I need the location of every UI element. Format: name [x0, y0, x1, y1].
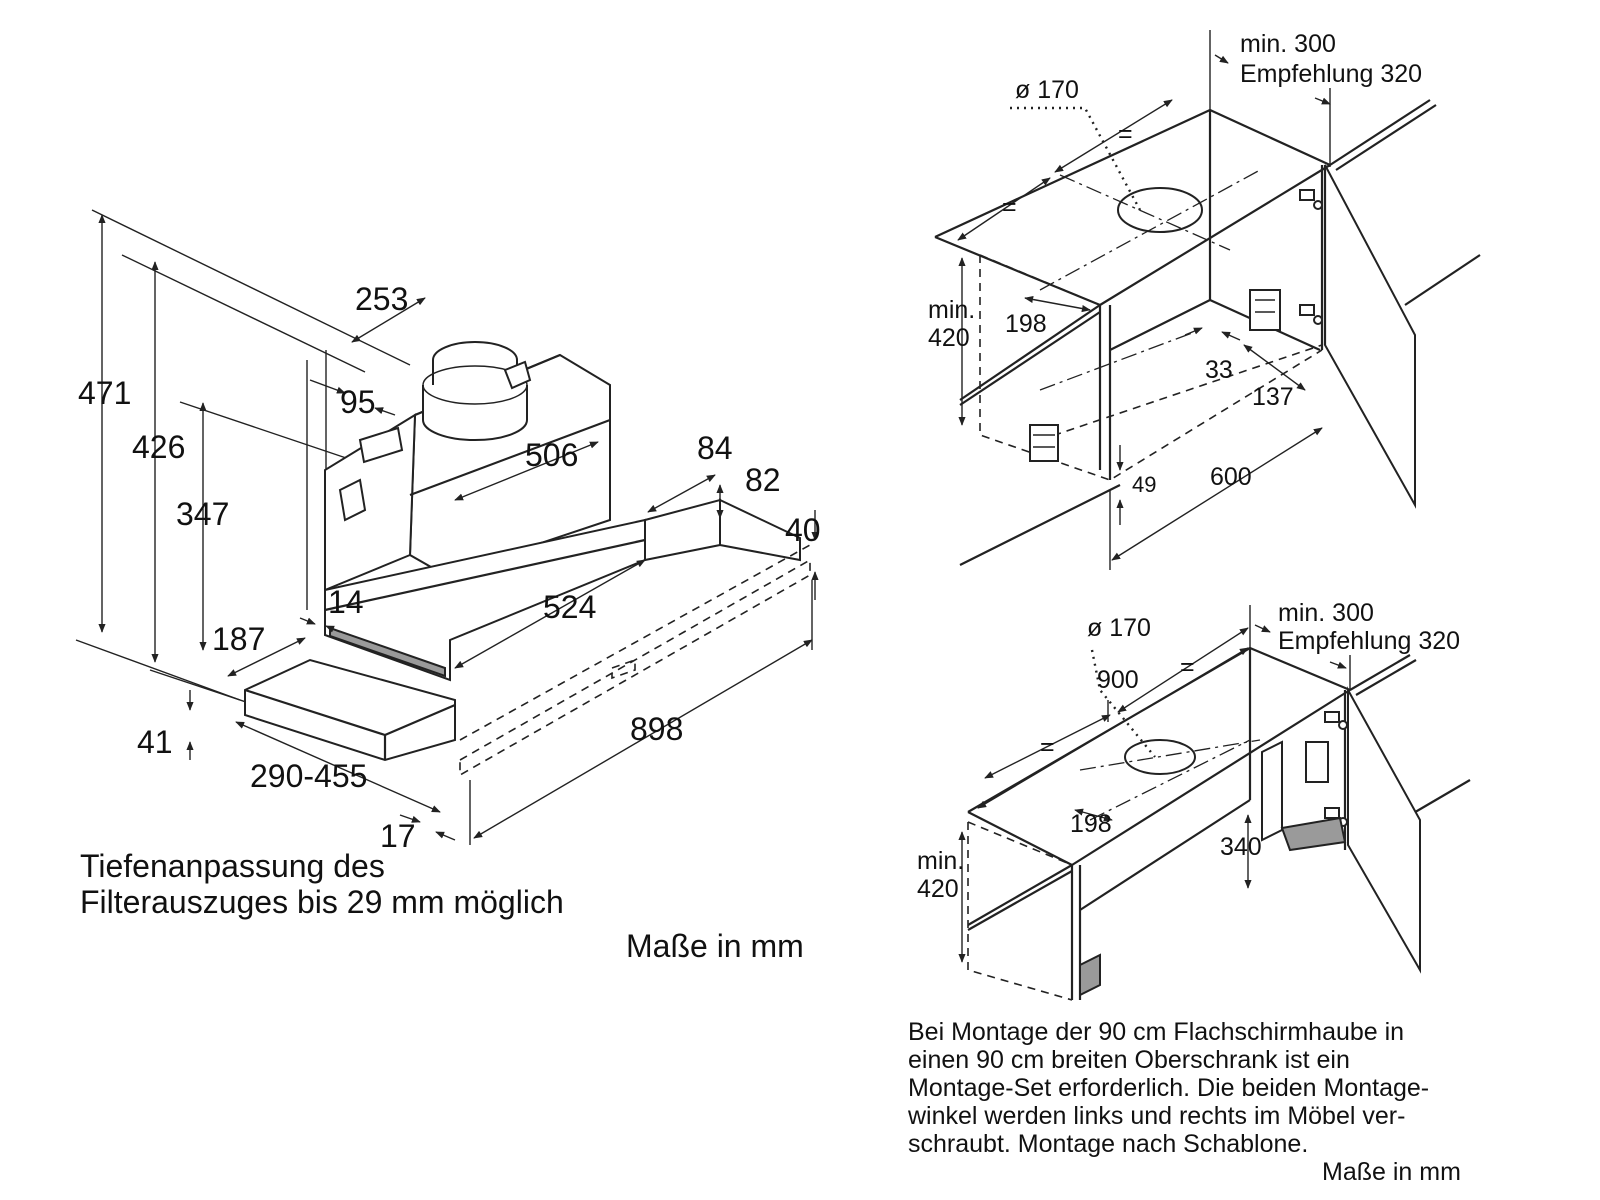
dim-426: 426 — [132, 429, 185, 465]
depth-adjustment-note: Tiefenanpassung des Filterauszuges bis 2… — [80, 848, 564, 920]
dim-347: 347 — [176, 496, 229, 532]
note-line: schraubt. Montage nach Schablone. — [908, 1130, 1309, 1158]
top-equal-2: = — [1002, 193, 1017, 221]
cabinet-door-90 — [1347, 686, 1421, 974]
note-line: winkel werden links und rechts im Möbel … — [908, 1102, 1406, 1130]
bottom-equal-1: = — [1180, 653, 1195, 681]
dim-84: 84 — [697, 430, 733, 466]
dim-17: 17 — [380, 818, 416, 854]
note-line: Filterauszuges bis 29 mm möglich — [80, 884, 564, 920]
dim-253: 253 — [355, 281, 408, 317]
top-dim-198: 198 — [1005, 310, 1047, 338]
dim-506: 506 — [525, 437, 578, 473]
bottom-diameter: ø 170 — [1087, 614, 1151, 642]
top-diameter: ø 170 — [1015, 76, 1079, 104]
units-label-right: Maße in mm — [1322, 1158, 1461, 1186]
note-line: Tiefenanpassung des — [80, 848, 385, 884]
note-line: Montage-Set erforderlich. Die beiden Mon… — [908, 1074, 1430, 1102]
pull-out-front-plate — [244, 658, 456, 762]
hood-isometric-view: 471 426 347 253 95 506 84 82 40 524 14 1… — [75, 209, 821, 854]
top-min-label: min. — [928, 296, 975, 324]
top-dim-49: 49 — [1132, 472, 1156, 497]
dim-40: 40 — [785, 512, 821, 548]
dim-187: 187 — [212, 621, 265, 657]
bottom-dim-198: 198 — [1070, 810, 1112, 838]
top-dim-33: 33 — [1205, 356, 1233, 384]
bottom-min-420: 420 — [917, 875, 959, 903]
bottom-min-300: min. 300 — [1278, 599, 1374, 627]
dim-524: 524 — [543, 589, 596, 625]
top-min-300: min. 300 — [1240, 30, 1336, 58]
dim-14: 14 — [328, 584, 364, 620]
top-empfehlung: Empfehlung 320 — [1240, 60, 1422, 88]
bottom-dim-900: 900 — [1097, 666, 1139, 694]
mounting-set-note: Bei Montage der 90 cm Flachschirmhaube i… — [908, 1018, 1568, 1158]
units-label: Maße in mm — [626, 928, 804, 964]
cabinet-door — [1324, 164, 1416, 509]
dim-41: 41 — [137, 724, 173, 760]
dim-82: 82 — [745, 462, 781, 498]
dim-471: 471 — [78, 375, 131, 411]
cabinet-view-90cm: min. 300 Empfehlung 320 ø 170 900 = = 19… — [917, 599, 1471, 1001]
bottom-dim-340: 340 — [1220, 833, 1262, 861]
dim-95: 95 — [340, 384, 376, 420]
note-line: Bei Montage der 90 cm Flachschirmhaube i… — [908, 1018, 1405, 1046]
dim-898: 898 — [630, 711, 683, 747]
note-line: einen 90 cm breiten Oberschrank ist ein — [908, 1046, 1350, 1074]
top-dim-600: 600 — [1210, 463, 1252, 491]
duct-hole — [1117, 187, 1203, 233]
top-equal-1: = — [1118, 120, 1133, 148]
bottom-empfehlung: Empfehlung 320 — [1278, 627, 1460, 655]
top-min-420: 420 — [928, 324, 970, 352]
dim-290-455: 290-455 — [250, 758, 367, 794]
top-dim-137: 137 — [1252, 383, 1294, 411]
bottom-min-label: min. — [917, 847, 964, 875]
cabinet-view-60cm: min. 300 Empfehlung 320 ø 170 = = min. 4… — [928, 30, 1481, 570]
filter-slide — [644, 498, 721, 562]
duct-connector — [422, 341, 528, 441]
bottom-equal-2: = — [1040, 733, 1055, 761]
